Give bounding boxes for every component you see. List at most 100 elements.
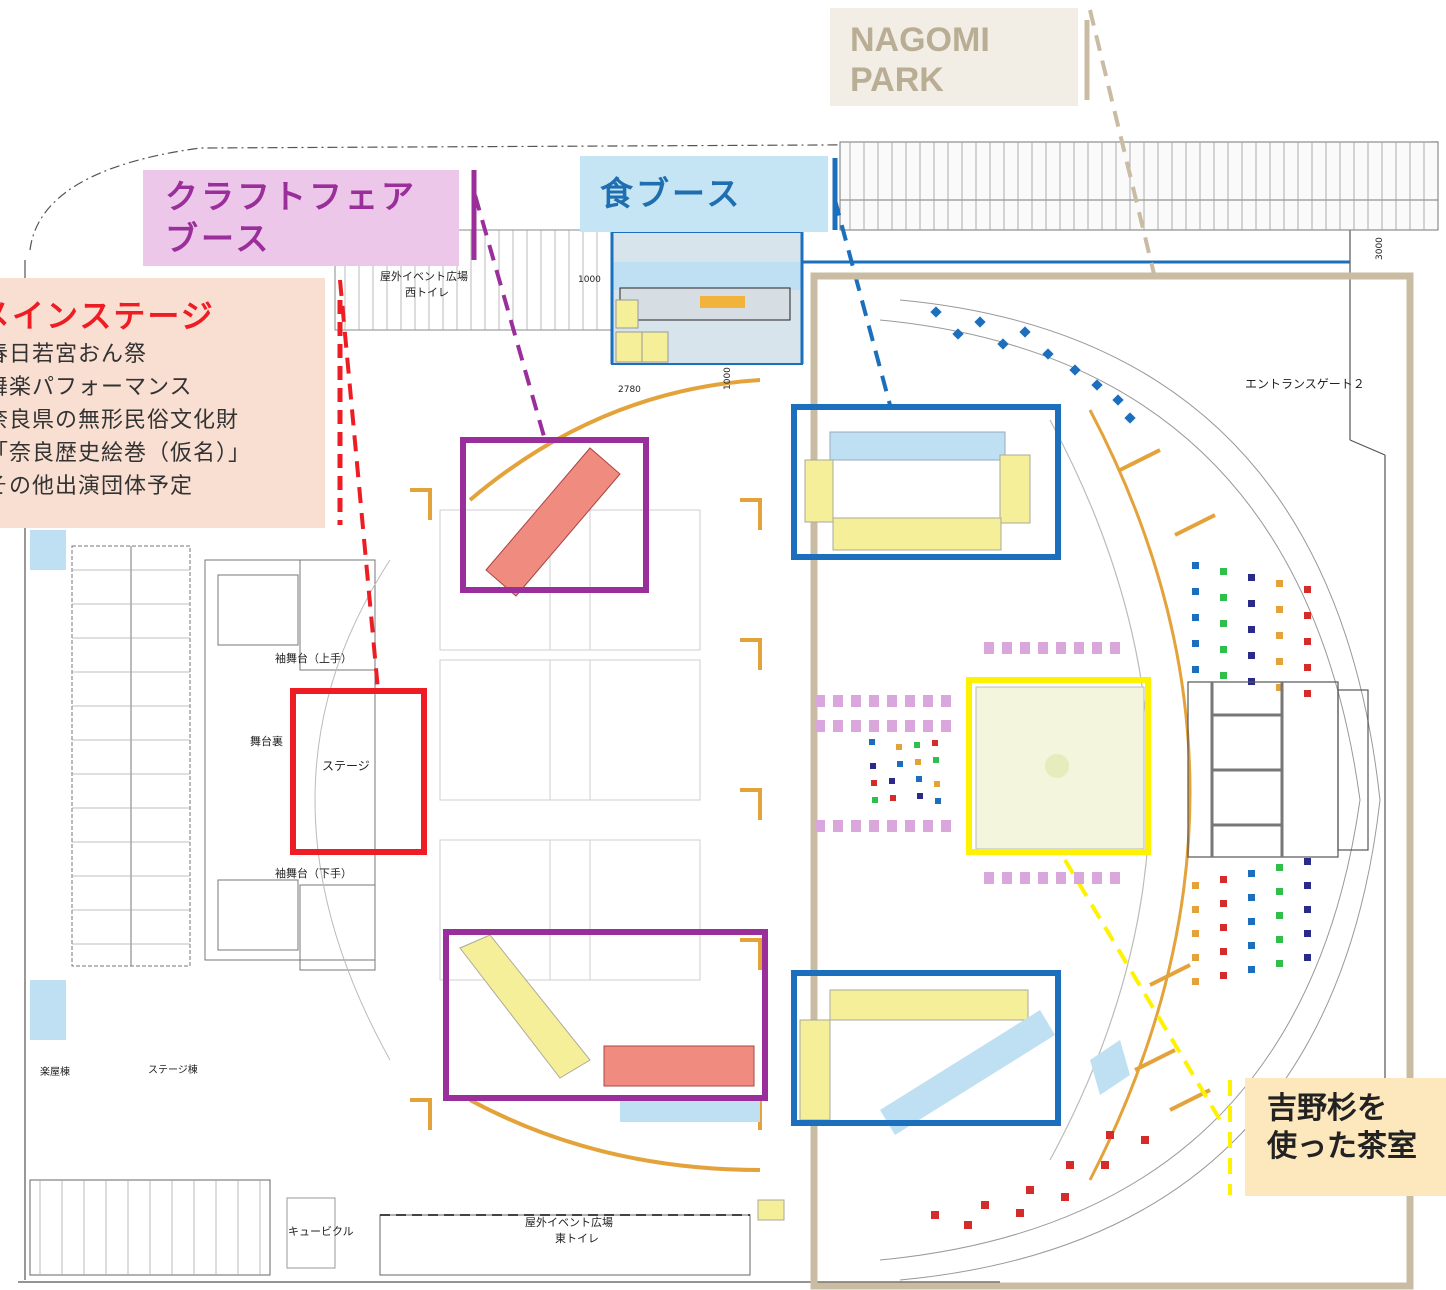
seat-marker	[870, 763, 876, 769]
seat-marker	[1248, 600, 1255, 607]
leader-lines	[338, 9, 1232, 1195]
tea-room-label: 吉野杉を 使った茶室	[1245, 1078, 1446, 1196]
seat-marker	[1276, 580, 1283, 587]
seat-marker	[1304, 906, 1311, 913]
seat-marker	[1276, 888, 1283, 895]
seat-marker	[1276, 960, 1283, 967]
main-stage-line-3: 奈良県の無形民俗文化財	[0, 408, 240, 433]
seating-markers	[869, 306, 1311, 1229]
dimension-2780: 2780	[618, 385, 641, 395]
seat-marker	[934, 781, 940, 787]
seat-marker	[1192, 882, 1199, 889]
craft-fair-line-1: クラフトフェア	[165, 177, 417, 216]
food-highlight-bottom	[791, 970, 1061, 1126]
main-stage-title: メインステージ	[0, 297, 215, 335]
seat-marker	[1026, 1186, 1034, 1194]
seat-marker	[914, 742, 920, 748]
food-area-top	[610, 231, 1350, 365]
table	[869, 695, 879, 707]
seat-marker	[931, 1211, 939, 1219]
table	[815, 695, 825, 707]
table	[1092, 642, 1102, 654]
seat-marker	[1220, 876, 1227, 883]
table	[1074, 872, 1084, 884]
rail-bracket	[740, 938, 762, 970]
table	[923, 720, 933, 732]
seat-marker	[1276, 684, 1283, 691]
seat-marker	[1192, 640, 1199, 647]
rail-bracket	[740, 788, 762, 820]
seat-marker	[1192, 954, 1199, 961]
building-rooms	[72, 569, 190, 945]
rail-bracket	[740, 638, 762, 670]
table	[851, 820, 861, 832]
seat-marker	[1192, 588, 1199, 595]
seat-marker	[1220, 972, 1227, 979]
nagomi-park-line-1: NAGOMI	[850, 21, 990, 59]
seat-marker	[1141, 1136, 1149, 1144]
rail-bracket	[410, 488, 432, 520]
nagomi-leader	[1088, 9, 1157, 279]
table	[869, 720, 879, 732]
table	[1002, 872, 1012, 884]
seat-marker	[1304, 586, 1311, 593]
craft-highlight-top	[460, 437, 649, 593]
table	[887, 820, 897, 832]
seat-marker	[1220, 924, 1227, 931]
table	[1038, 872, 1048, 884]
dimension-1000-side: 1000	[723, 367, 733, 390]
rail-segment	[1174, 513, 1216, 537]
table	[851, 720, 861, 732]
seat-marker	[1304, 664, 1311, 671]
seat-marker	[1106, 1131, 1114, 1139]
main-stage-line-2: 舞楽パフォーマンス	[0, 375, 193, 400]
seat-marker	[1112, 394, 1124, 406]
craft-fair-label: クラフトフェア ブース	[143, 170, 459, 266]
food-leader	[833, 199, 892, 406]
craft-highlight-bottom	[443, 929, 768, 1101]
highlight-boxes	[290, 404, 1151, 1126]
seat-marker	[1220, 646, 1227, 653]
walkway-hatching	[849, 142, 1425, 230]
seat-marker	[897, 761, 903, 767]
table	[887, 695, 897, 707]
seat-marker	[1248, 574, 1255, 581]
dressing-building-label: 楽屋棟	[40, 1065, 70, 1078]
plaza-cell	[549, 509, 701, 651]
table	[833, 820, 843, 832]
seat-marker	[932, 740, 938, 746]
upper-walkway	[839, 141, 1439, 231]
food-booth-label: 食ブース	[580, 156, 828, 232]
tea-room-line-2: 使った茶室	[1267, 1129, 1417, 1164]
seat-marker	[1042, 348, 1054, 360]
seat-marker	[974, 316, 986, 328]
tea-area-highlight	[966, 677, 1151, 855]
seat-marker	[981, 1201, 989, 1209]
seat-marker	[916, 776, 922, 782]
rail-segment	[1149, 963, 1191, 987]
tea-room-line-1: 吉野杉を	[1267, 1091, 1387, 1126]
stage-highlight	[290, 688, 427, 855]
wing-upper-label: 袖舞台（上手）	[275, 651, 352, 665]
main-stage-line-1: 春日若宮おん祭	[0, 342, 148, 367]
seat-marker	[1248, 966, 1255, 973]
seat-marker	[1192, 614, 1199, 621]
table	[1056, 872, 1066, 884]
seat-marker	[930, 306, 942, 318]
seat-marker	[1061, 1193, 1069, 1201]
dimension-3000: 3000	[1375, 237, 1385, 260]
seat-marker	[1066, 1161, 1074, 1169]
stage-label: ステージ	[322, 759, 370, 773]
west-toilet-label-2: 西トイレ	[405, 286, 449, 299]
seat-marker	[1069, 364, 1081, 376]
table	[1074, 642, 1084, 654]
table	[815, 720, 825, 732]
seat-marker	[1304, 954, 1311, 961]
seat-marker	[1220, 948, 1227, 955]
seat-marker	[997, 338, 1009, 350]
seat-marker	[1304, 638, 1311, 645]
seat-marker	[1276, 606, 1283, 613]
nagomi-park-line-2: PARK	[850, 61, 944, 99]
seat-marker	[1220, 568, 1227, 575]
